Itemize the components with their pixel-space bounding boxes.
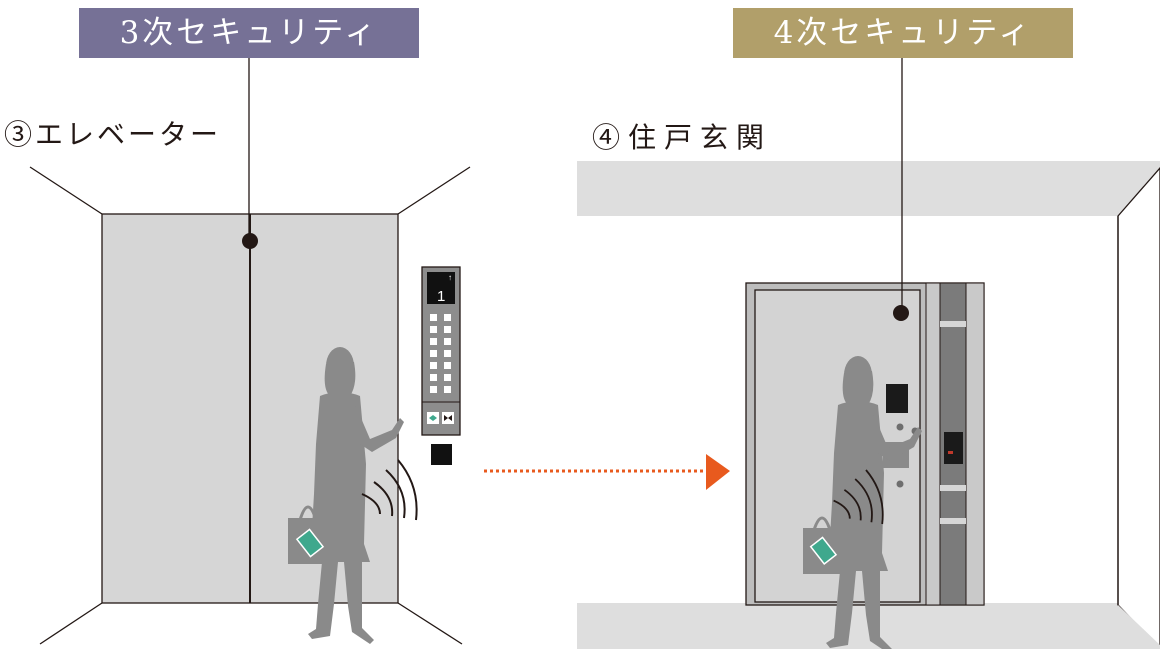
ceiling-band [577,161,1160,216]
floor-display-arrow: ↑ [448,273,452,282]
door-button [896,423,904,431]
step-entrance-label: ④住戸玄関 [592,121,773,154]
security-level-4-label: 4次セキュリティ [733,8,1073,58]
floor-display-number: 1 [437,288,445,305]
security4-marker [893,305,909,321]
security-level-3-label: 3次セキュリティ [79,8,419,58]
security3-marker [242,233,258,249]
transition-arrow-head [706,454,730,490]
elevator-panel: ↑ 1 [421,266,461,436]
intercom-display [886,384,908,413]
handbag-right [803,516,847,574]
step-elevator-label: ③エレベーター [4,118,222,151]
key-card-icon [295,528,325,558]
key-card-icon-right [809,536,838,566]
card-reader-elevator [431,444,452,465]
floor-buttons [430,314,451,393]
floor-display [427,272,455,304]
side-wall [1117,167,1160,649]
handbag-left [288,505,334,564]
side-panel-device [944,432,963,464]
